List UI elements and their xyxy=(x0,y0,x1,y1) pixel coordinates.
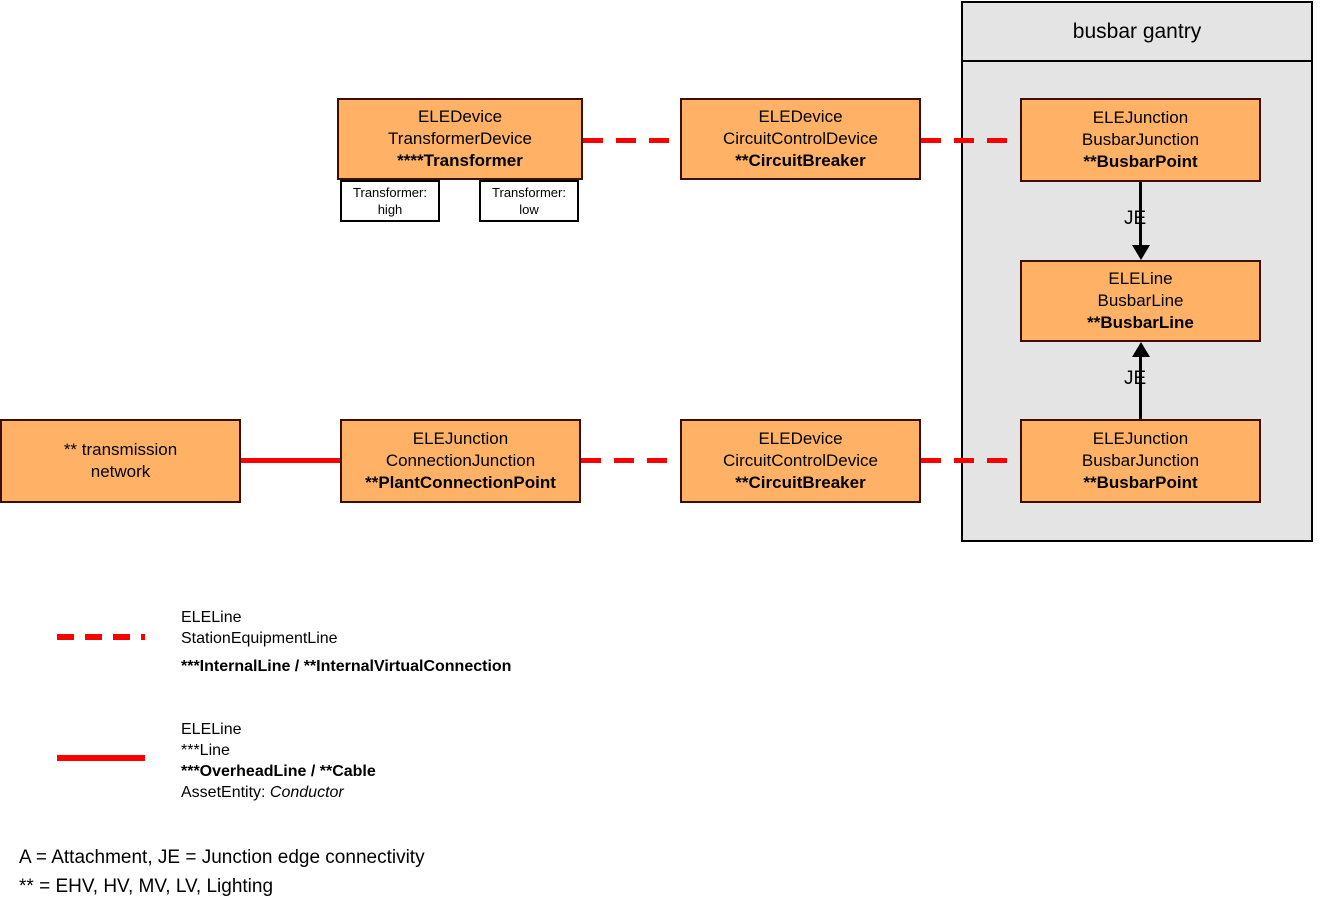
busbar-gantry-title: busbar gantry xyxy=(963,3,1311,62)
legend-entry-solid-text: ELELine ***Line ***OverheadLine / **Cabl… xyxy=(181,719,376,803)
legend-entry-dashed-line1: ELELine xyxy=(181,609,242,626)
edge-label-je-top: JE xyxy=(1124,208,1146,230)
legend-swatch-dashed-line xyxy=(57,634,145,640)
node-transformer-high[interactable]: Transformer: high xyxy=(340,180,440,222)
connector-connection-junction-to-breaker-bottom xyxy=(581,458,681,463)
legend-entry-solid-line4-italic: Conductor xyxy=(269,784,344,801)
node-transformer[interactable]: ELEDevice TransformerDevice ****Transfor… xyxy=(337,98,583,180)
node-circuit-breaker-top[interactable]: ELEDevice CircuitControlDevice **Circuit… xyxy=(680,98,921,180)
node-busbar-junction-top-line1: ELEJunction xyxy=(1092,108,1189,127)
node-circuit-breaker-bottom-line2: CircuitControlDevice xyxy=(723,451,878,470)
connector-je-top-line xyxy=(1139,182,1142,247)
legend-entry-solid-line3-a: ***OverheadLine xyxy=(181,763,307,780)
connector-transformer-to-breaker-top xyxy=(583,138,681,143)
node-transformer-high-line1: Transformer: xyxy=(353,185,427,200)
node-transformer-line2: TransformerDevice xyxy=(388,129,532,148)
node-transformer-line1: ELEDevice xyxy=(417,107,503,126)
node-transformer-low-line2: low xyxy=(519,202,539,217)
legend-entry-solid-line3-b: **Cable xyxy=(319,763,376,780)
legend-entry-solid-line3-sep: / xyxy=(306,763,320,780)
node-circuit-breaker-top-line1: ELEDevice xyxy=(758,107,843,126)
node-transmission-network-line2: network xyxy=(90,462,151,481)
node-busbar-line-line3: **BusbarLine xyxy=(1087,313,1194,332)
legend-entry-solid-line3: ***OverheadLine / **Cable xyxy=(181,761,376,782)
connector-je-top-arrowhead xyxy=(1132,245,1150,260)
node-transformer-low[interactable]: Transformer: low xyxy=(479,180,579,222)
node-busbar-junction-top-line2: BusbarJunction xyxy=(1081,130,1200,149)
node-busbar-line-line1: ELELine xyxy=(1108,269,1173,288)
node-transmission-network[interactable]: ** transmission network xyxy=(0,419,241,503)
node-circuit-breaker-bottom-line3: **CircuitBreaker xyxy=(735,473,866,492)
node-transformer-low-line1: Transformer: xyxy=(492,185,566,200)
node-busbar-junction-bottom[interactable]: ELEJunction BusbarJunction **BusbarPoint xyxy=(1020,419,1261,503)
legend-entry-dashed-text: ELELine StationEquipmentLine ***Internal… xyxy=(181,607,511,677)
node-connection-junction-line1: ELEJunction xyxy=(412,429,509,448)
legend-swatch-solid-line xyxy=(57,755,145,761)
node-connection-junction-line2: ConnectionJunction xyxy=(385,451,536,470)
footnote-line-2-text: ** = EHV, HV, MV, LV, Lighting xyxy=(19,876,274,897)
connector-breaker-top-to-busbar-junction-top xyxy=(921,138,1021,143)
busbar-gantry-title-label: busbar gantry xyxy=(1072,19,1202,43)
node-circuit-breaker-bottom[interactable]: ELEDevice CircuitControlDevice **Circuit… xyxy=(680,419,921,503)
legend-entry-dashed-line3-a: ***InternalLine xyxy=(181,658,291,675)
node-circuit-breaker-top-line2: CircuitControlDevice xyxy=(723,129,878,148)
node-busbar-junction-bottom-line2: BusbarJunction xyxy=(1081,451,1200,470)
node-busbar-line-line2: BusbarLine xyxy=(1097,291,1184,310)
footnote-line-1: A = Attachment, JE = Junction edge conne… xyxy=(19,843,425,872)
node-connection-junction[interactable]: ELEJunction ConnectionJunction **PlantCo… xyxy=(340,419,581,503)
legend-entry-solid-line4-prefix: AssetEntity: xyxy=(181,784,270,801)
edge-label-je-bottom: JE xyxy=(1124,368,1146,390)
legend-entry-dashed-line2: StationEquipmentLine xyxy=(181,630,338,647)
connector-transmission-to-connection-junction xyxy=(240,458,342,463)
node-transformer-line3: ****Transformer xyxy=(397,151,523,170)
legend-entry-dashed-line3: ***InternalLine / **InternalVirtualConne… xyxy=(181,656,511,677)
legend-entry-dashed-line3-b: **InternalVirtualConnection xyxy=(303,658,512,675)
connector-breaker-bottom-to-busbar-junction-bottom xyxy=(921,458,1021,463)
node-busbar-junction-bottom-line3: **BusbarPoint xyxy=(1083,473,1198,492)
node-connection-junction-line3: **PlantConnectionPoint xyxy=(365,473,556,492)
node-busbar-junction-top[interactable]: ELEJunction BusbarJunction **BusbarPoint xyxy=(1020,98,1261,182)
edge-label-je-top-text: JE xyxy=(1124,208,1147,229)
footnote-line-2: ** = EHV, HV, MV, LV, Lighting xyxy=(19,872,273,901)
connector-je-bottom-arrowhead xyxy=(1132,342,1150,357)
node-busbar-junction-bottom-line1: ELEJunction xyxy=(1092,429,1189,448)
connector-je-bottom-line xyxy=(1139,355,1142,421)
node-circuit-breaker-bottom-line1: ELEDevice xyxy=(758,429,843,448)
footnote-line-1-text: A = Attachment, JE = Junction edge conne… xyxy=(19,847,425,868)
legend-entry-dashed-line3-sep: / xyxy=(290,658,304,675)
node-busbar-junction-top-line3: **BusbarPoint xyxy=(1083,152,1198,171)
edge-label-je-bottom-text: JE xyxy=(1124,368,1147,389)
node-transformer-high-line2: high xyxy=(377,202,403,217)
legend-entry-solid-line4: AssetEntity: Conductor xyxy=(181,782,376,803)
node-transmission-network-line1: ** transmission xyxy=(63,440,178,459)
node-busbar-line[interactable]: ELELine BusbarLine **BusbarLine xyxy=(1020,260,1261,342)
legend-entry-solid-line1: ELELine xyxy=(181,721,242,738)
legend-entry-solid-line2: ***Line xyxy=(181,742,230,759)
node-circuit-breaker-top-line3: **CircuitBreaker xyxy=(735,151,866,170)
